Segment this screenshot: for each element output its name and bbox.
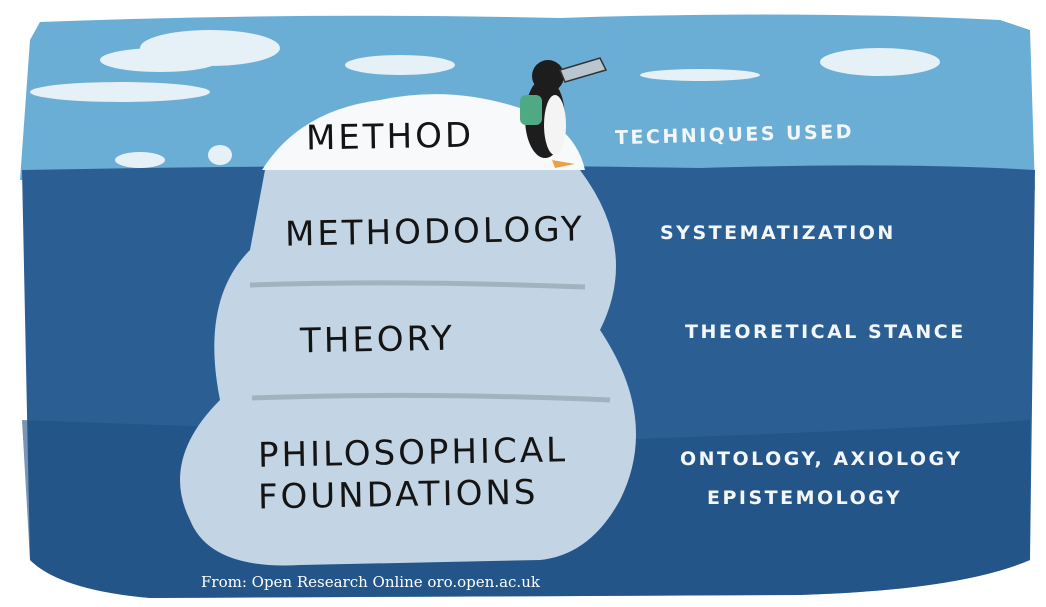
description-theory: THEORETICAL STANCE [685,321,966,343]
description-methodology: SYSTEMATIZATION [660,222,896,244]
penguin-icon [520,57,608,168]
clouds [30,30,940,168]
layer-divider-1 [249,280,586,290]
description-philosophical-line2: EPISTEMOLOGY [707,487,903,509]
description-philosophical-line1: ONTOLOGY, AXIOLOGY [680,448,963,470]
layer-label-philosophical-line2: FOUNDATIONS [257,472,539,518]
iceberg-tip [262,94,585,170]
source-credit: From: Open Research Online oro.open.ac.u… [201,573,540,591]
layer-label-method: METHOD [305,115,475,159]
iceberg-underwater [180,170,636,566]
layer-divider-2 [251,392,611,403]
layer-label-philosophical-line1: PHILOSOPHICAL [257,430,569,476]
layer-label-theory: THEORY [299,318,456,362]
layer-label-methodology: METHODOLOGY [284,209,586,255]
